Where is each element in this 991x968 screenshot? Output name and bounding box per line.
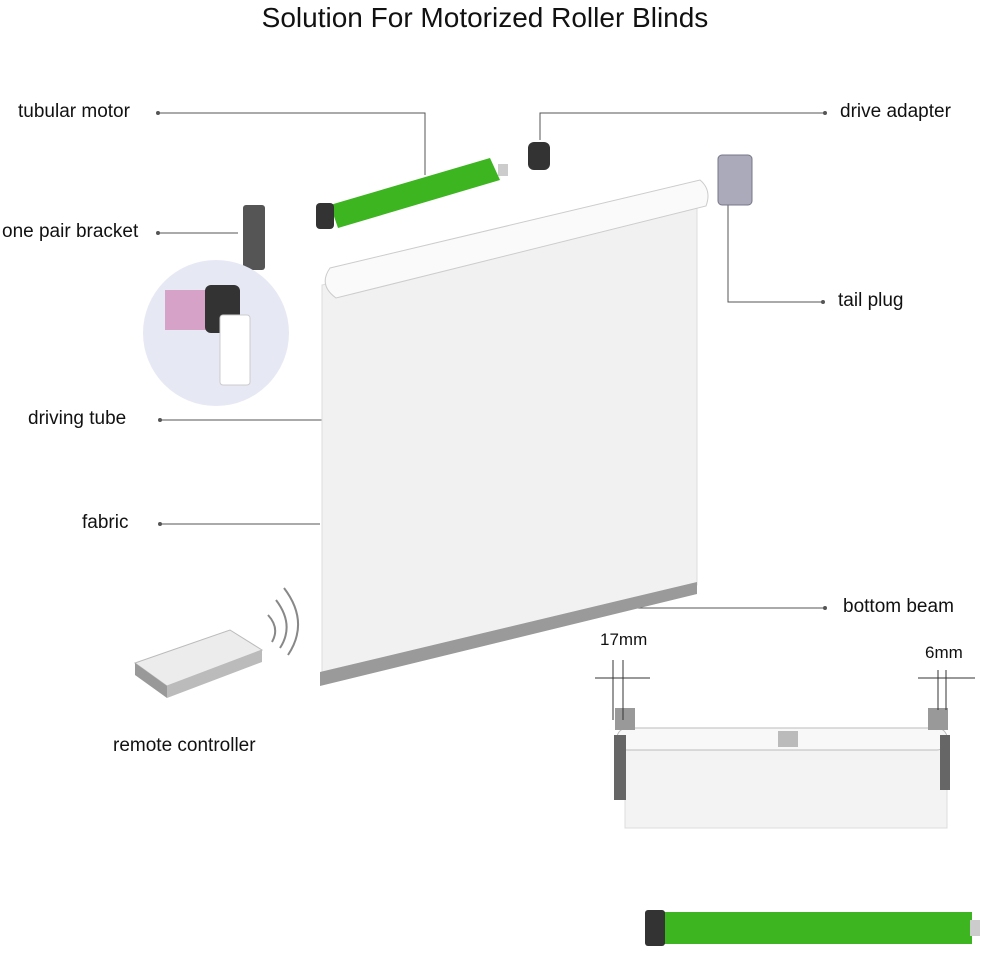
- bottom-beam: [320, 582, 697, 686]
- label-bottom-beam: bottom beam: [843, 596, 954, 617]
- bracket: [243, 205, 265, 270]
- tubular-motor-side-view: [645, 910, 980, 946]
- label-driving-tube: driving tube: [28, 408, 127, 429]
- diagram-title: Solution For Motorized Roller Blinds: [261, 2, 709, 33]
- label-tubular-motor: tubular motor: [18, 101, 130, 122]
- dimension-left: 17mm: [600, 630, 648, 649]
- dimension-drawing: [595, 660, 975, 829]
- label-tail-plug: tail plug: [838, 290, 904, 311]
- remote-controller: [133, 587, 300, 698]
- label-drive-adapter: drive adapter: [840, 101, 951, 122]
- label-one-pair-bracket: one pair bracket: [2, 221, 139, 242]
- dimension-right: 6mm: [925, 643, 963, 662]
- tubular-motor: [316, 158, 508, 229]
- label-remote-controller: remote controller: [113, 735, 256, 756]
- tail-plug: [717, 154, 753, 206]
- drive-adapter: [528, 142, 550, 170]
- leader-lines: [158, 112, 825, 609]
- roller-tube: [324, 179, 709, 299]
- label-fabric: fabric: [82, 512, 129, 533]
